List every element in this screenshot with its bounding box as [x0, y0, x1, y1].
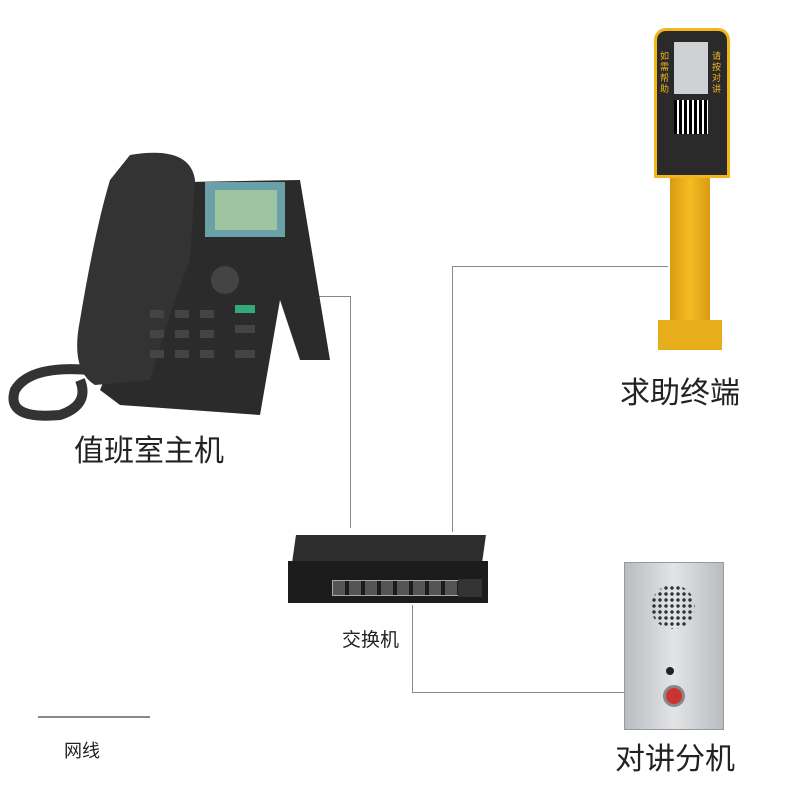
intercom-image — [624, 562, 724, 730]
cable-phone-h — [297, 296, 351, 297]
qr-code — [674, 100, 708, 134]
cable-intercom-h — [412, 692, 626, 693]
help-terminal-label: 求助终端 — [620, 376, 740, 411]
cable-phone-v — [350, 296, 351, 528]
cable-intercom-v — [412, 605, 413, 693]
pillar-right-text: 请按对讲 — [712, 52, 722, 95]
pillar-left-text: 如需帮助 — [660, 52, 670, 95]
intercom-label: 对讲分机 — [615, 742, 735, 777]
ip-phone-image — [8, 152, 330, 421]
help-pillar-image: 如需帮助 请按对讲 — [652, 28, 732, 358]
legend-cable-line — [38, 716, 150, 718]
legend-cable-label: 网线 — [64, 741, 100, 762]
switch-label: 交换机 — [342, 629, 400, 651]
cable-pillar-h — [452, 266, 668, 267]
cable-pillar-v — [452, 266, 453, 532]
host-label: 值班室主机 — [74, 434, 224, 469]
network-switch-image — [288, 535, 488, 605]
